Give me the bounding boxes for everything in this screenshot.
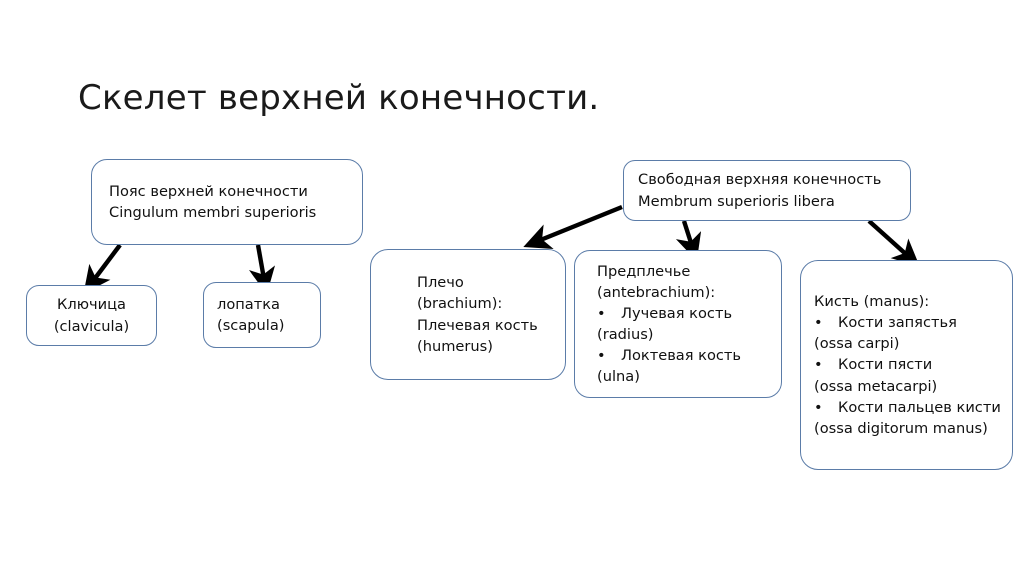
node-brachium-line-3: Плечевая кость xyxy=(417,316,538,334)
node-antebrachium-line-2: (antebrachium): xyxy=(597,283,716,301)
node-antebrachium-bullet-2: • Локтевая кость xyxy=(597,345,781,366)
node-free-upper-limb[interactable]: Свободная верхняя конечность Membrum sup… xyxy=(623,160,911,221)
bullet-icon: • xyxy=(597,347,606,365)
arrow-free-limb-to-manus xyxy=(867,219,920,267)
node-manus[interactable]: Кисть (manus): • Кости запястья (ossa car… xyxy=(800,260,1013,470)
node-antebrachium-line-6: (ulna) xyxy=(597,368,640,386)
node-manus-line-3: (ossa carpi) xyxy=(814,335,900,353)
node-scapula-line-1: лопатка xyxy=(217,295,280,313)
bullet-icon: • xyxy=(814,356,823,374)
arrow-belt-to-scapula xyxy=(249,244,276,295)
node-manus-line-2: Кости запястья xyxy=(838,314,957,332)
node-brachium-line-4: (humerus) xyxy=(417,337,493,355)
arrow-free-limb-to-brachium xyxy=(523,204,623,249)
node-brachium-line-2: (brachium): xyxy=(417,295,503,313)
page-title: Скелет верхней конечности. xyxy=(78,78,600,118)
node-free-upper-limb-line-1: Свободная верхняя конечность xyxy=(638,171,882,189)
node-antebrachium-bullet-1: • Лучевая кость xyxy=(597,303,781,324)
node-antebrachium-line-1: Предплечье xyxy=(597,262,691,280)
node-shoulder-girdle-line-1: Пояс верхней конечности xyxy=(109,182,308,200)
node-brachium[interactable]: Плечо (brachium): Плечевая кость (humeru… xyxy=(370,249,566,380)
bullet-icon: • xyxy=(814,398,823,416)
node-manus-bullet-1: • Кости запястья xyxy=(814,312,1012,333)
node-clavicle-line-1: Ключица xyxy=(57,296,126,314)
node-brachium-line-1: Плечо xyxy=(417,274,464,292)
arrow-free-limb-to-antebrachium xyxy=(675,220,702,262)
node-scapula[interactable]: лопатка (scapula) xyxy=(203,282,321,348)
node-antebrachium-line-3: Лучевая кость xyxy=(621,304,733,322)
node-manus-bullet-2: • Кости пясти xyxy=(814,354,1012,375)
node-manus-line-4: Кости пясти xyxy=(838,356,933,374)
bullet-icon: • xyxy=(814,314,823,332)
arrow-belt-to-clavicle xyxy=(83,243,122,294)
node-manus-line-6: Кости пальцев кисти xyxy=(838,398,1001,416)
node-scapula-line-2: (scapula) xyxy=(217,317,285,334)
node-manus-bullet-3: • Кости пальцев кисти xyxy=(814,397,1012,418)
node-clavicle[interactable]: Ключица (clavicula) xyxy=(26,285,157,346)
node-manus-line-7: (ossa digitorum manus) xyxy=(814,419,988,437)
node-free-upper-limb-line-2: Membrum superioris libera xyxy=(638,192,835,210)
node-antebrachium-line-4: (radius) xyxy=(597,326,654,343)
bullet-icon: • xyxy=(597,304,606,322)
node-manus-line-1: Кисть (manus): xyxy=(814,292,930,310)
node-antebrachium-line-5: Локтевая кость xyxy=(621,347,742,365)
node-antebrachium[interactable]: Предплечье (antebrachium): • Лучевая кост… xyxy=(574,250,782,398)
node-shoulder-girdle-line-2: Cingulum membri superioris xyxy=(109,204,317,221)
node-manus-line-5: (ossa metacarpi) xyxy=(814,377,938,395)
node-clavicle-line-2: (clavicula) xyxy=(53,317,130,335)
node-shoulder-girdle[interactable]: Пояс верхней конечности Cingulum membri … xyxy=(91,159,363,245)
